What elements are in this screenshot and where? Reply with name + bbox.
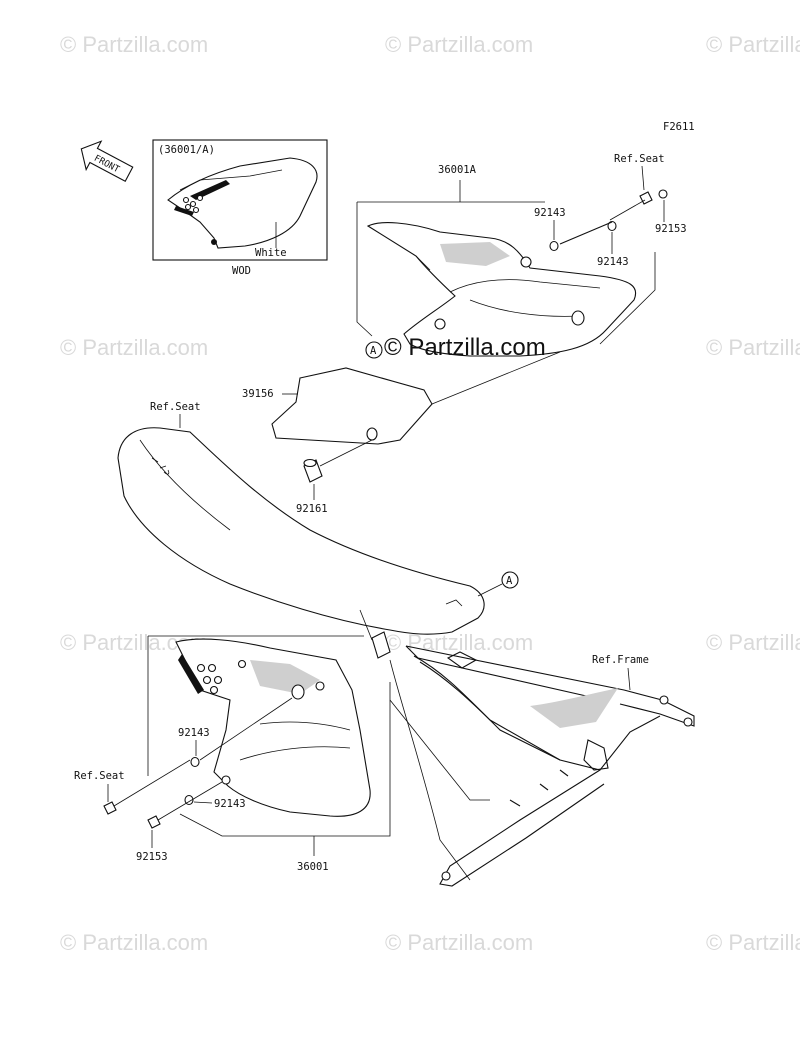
part-number-92153: 92153 — [655, 223, 687, 235]
inset-color-label: White — [255, 247, 287, 259]
figure-code: F2611 — [663, 121, 695, 133]
callout-a-label: A — [506, 575, 513, 587]
watermark: © Partzilla.com — [706, 930, 800, 955]
inset-model-label: WOD — [232, 265, 251, 277]
watermark: © Partzilla.com — [385, 930, 533, 955]
callout-a — [501, 571, 519, 589]
grommet-92143 — [549, 240, 559, 252]
part-number-36001A: 36001A — [438, 164, 477, 176]
inset-decal-variant: (36001/A) White WOD — [152, 139, 328, 277]
watermark: © Partzilla.com — [706, 32, 800, 57]
left-side-cover-assembly: 92143 92143 Ref.Seat 92153 36001 — [74, 631, 391, 873]
part-number-92143: 92143 — [534, 207, 566, 219]
ref-seat-label: Ref.Seat — [74, 770, 125, 782]
watermark: © Partzilla.com — [385, 32, 533, 57]
callout-a-label: A — [370, 345, 377, 357]
watermark: © Partzilla.com — [706, 630, 800, 655]
inset-title: (36001/A) — [158, 144, 215, 156]
part-number-92161: 92161 — [296, 503, 328, 515]
watermark: © Partzilla.com — [706, 335, 800, 360]
part-number-92143: 92143 — [597, 256, 629, 268]
part-number-92153: 92153 — [136, 851, 168, 863]
watermark: © Partzilla.com — [60, 32, 208, 57]
bolt-icon — [103, 801, 117, 815]
part-number-36001: 36001 — [297, 861, 329, 873]
watermark: © Partzilla.com — [60, 335, 208, 360]
bolt-92153-icon — [658, 189, 668, 199]
grommet-92143 — [184, 794, 194, 806]
ref-seat-label: Ref.Seat — [150, 401, 201, 413]
grommet-92143 — [190, 756, 200, 768]
front-arrow-icon: FRONT — [80, 140, 134, 182]
grommet-92143 — [607, 220, 617, 232]
seat-outline: Ref.Seat A — [117, 401, 519, 635]
watermark: © Partzilla.com — [60, 930, 208, 955]
watermark: © Partzilla.com — [385, 630, 533, 655]
front-label: FRONT — [92, 154, 121, 176]
part-number-92143: 92143 — [214, 798, 246, 810]
callout-a — [365, 341, 383, 359]
bolt-92153-icon — [147, 815, 161, 829]
rear-frame-reference: Ref.Frame — [389, 645, 695, 887]
ref-seat-label: Ref.Seat — [614, 153, 665, 165]
part-number-92143: 92143 — [178, 727, 210, 739]
collar-92161: 92161 — [296, 458, 328, 515]
part-number-39156: 39156 — [242, 388, 274, 400]
ref-frame-label: Ref.Frame — [592, 654, 649, 666]
watermark-center: © Partzilla.com — [384, 334, 546, 361]
side-cover-pad-39156: 39156 — [242, 351, 561, 467]
right-side-cover-assembly: 36001A 92143 92143 Ref.Seat 92153 © Part… — [356, 153, 687, 361]
